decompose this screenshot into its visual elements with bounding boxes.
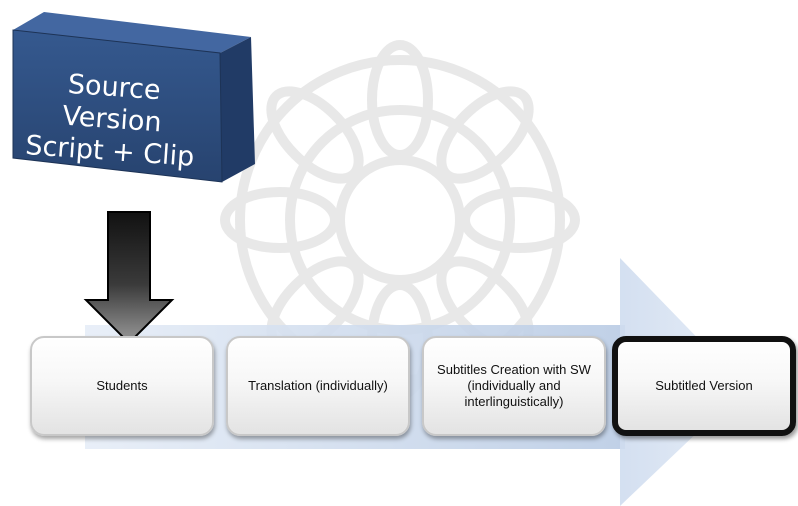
source-version-box: Source Version Script + Clip <box>0 0 270 200</box>
step-students-label: Students <box>96 378 148 393</box>
rosette-watermark-icon <box>220 40 580 400</box>
step-students: Students <box>30 336 214 436</box>
step-subtitled-version-label: Subtitled Version <box>655 378 753 393</box>
step-translation-label: Translation (individually) <box>248 378 388 393</box>
step-subtitled-version: Subtitled Version <box>612 336 796 436</box>
step-translation: Translation (individually) <box>226 336 410 436</box>
step-subtitles-creation-label: Subtitles Creation with SW (individually… <box>437 362 591 409</box>
cube-shape <box>12 12 255 183</box>
source-version-label: Source Version Script + Clip <box>11 65 213 174</box>
step-subtitles-creation: Subtitles Creation with SW (individually… <box>422 336 606 436</box>
down-arrow-icon <box>83 211 175 345</box>
